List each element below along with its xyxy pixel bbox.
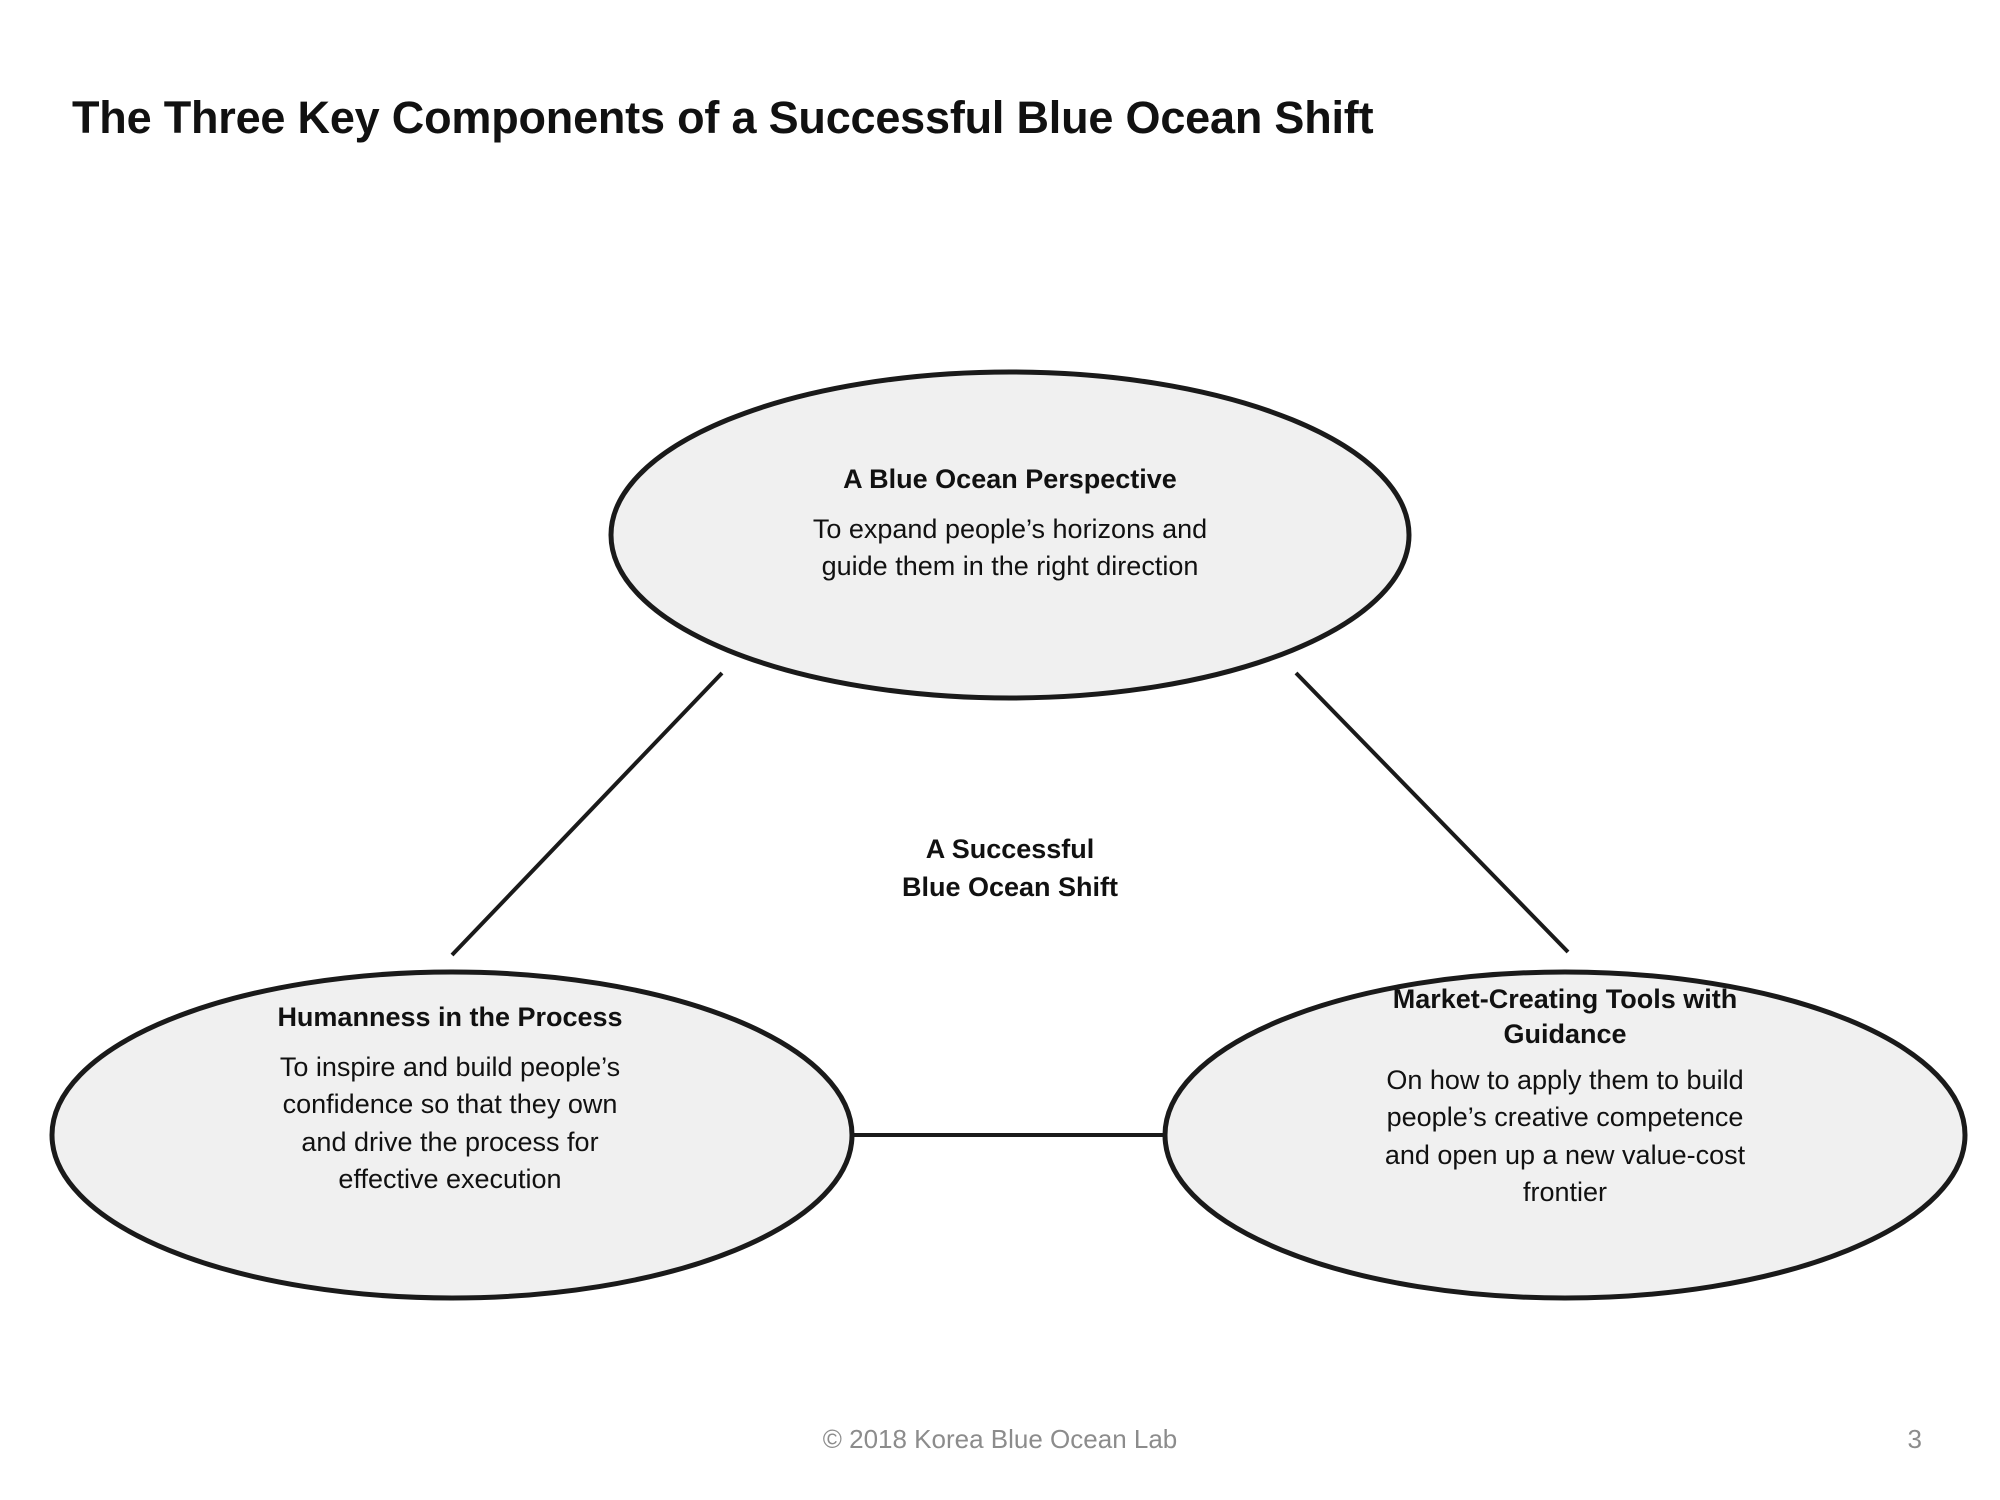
- center-caption-line-1: A Successful: [925, 834, 1095, 864]
- footer-copyright: © 2018 Korea Blue Ocean Lab: [822, 1424, 1178, 1454]
- connector-top-to-right: [1294, 671, 1570, 954]
- ellipse-blue-ocean-perspective[interactable]: [608, 369, 1412, 701]
- page-title: The Three Key Components of a Successful…: [72, 92, 1374, 143]
- center-caption: A Successful Blue Ocean Shift: [810, 830, 1210, 907]
- ellipse-humanness-in-the-process[interactable]: [49, 969, 855, 1301]
- ellipse-market-creating-tools[interactable]: [1162, 969, 1968, 1301]
- connector-top-to-left: [450, 671, 724, 957]
- center-caption-line-2: Blue Ocean Shift: [901, 872, 1119, 903]
- page-number: 3: [1907, 1424, 1922, 1454]
